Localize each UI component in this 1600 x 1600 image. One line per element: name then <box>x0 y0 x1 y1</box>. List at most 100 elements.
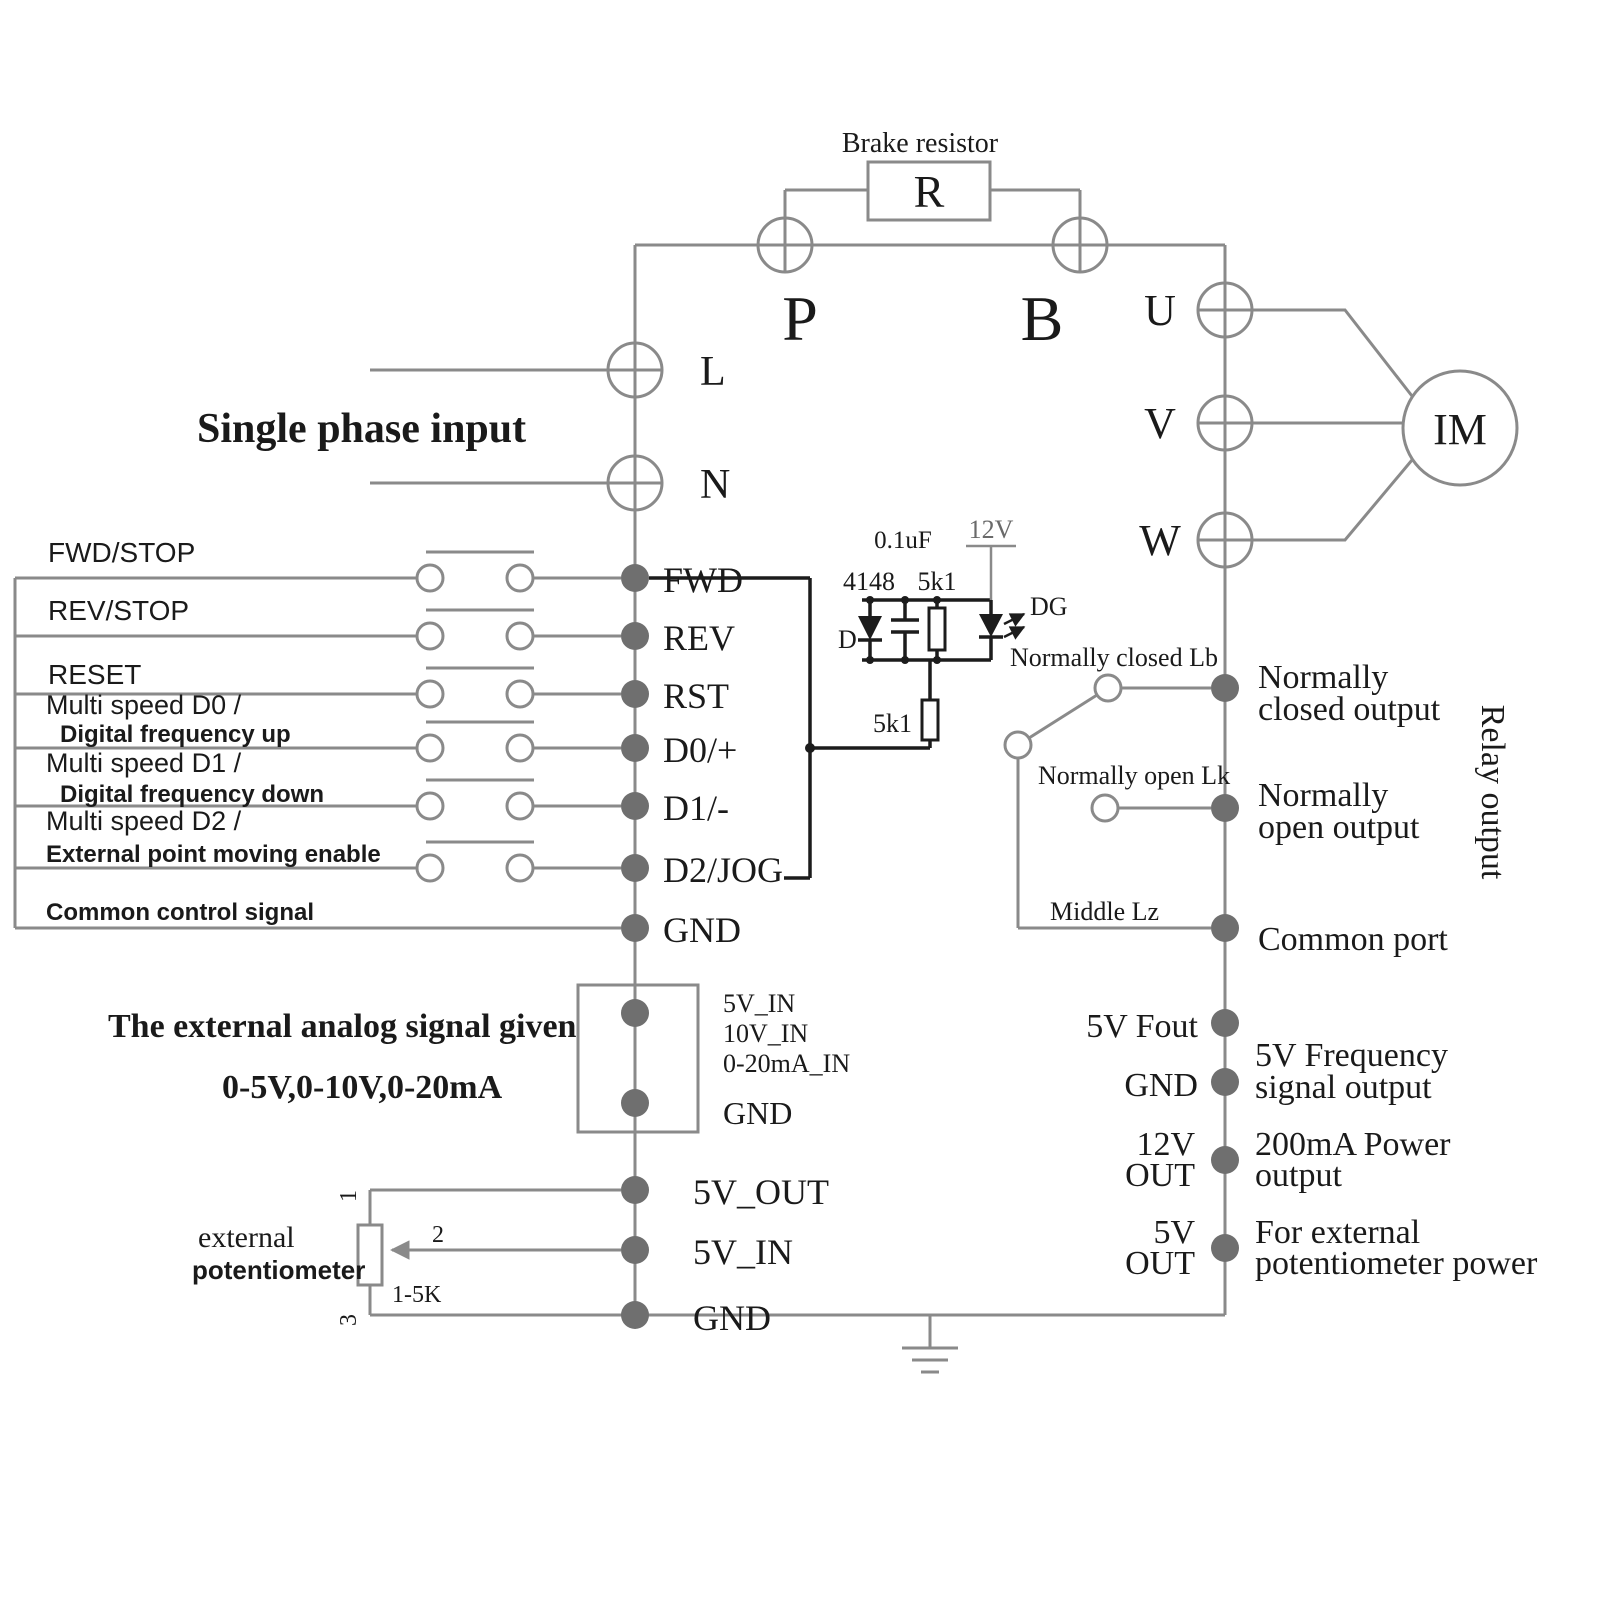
common-signal-label: Common control signal <box>46 899 314 926</box>
capacitor-01uf <box>891 600 919 660</box>
ground-symbol <box>902 1315 958 1374</box>
terminal-p <box>756 216 814 274</box>
5v-out-line2: OUT <box>1125 1245 1195 1282</box>
terminal-n <box>606 454 664 512</box>
gnd-right-label: GND <box>1124 1067 1198 1104</box>
terminal-analog-in <box>621 999 649 1027</box>
ext-pot-power-line1: For external <box>1255 1214 1420 1251</box>
12v-feed-wire <box>966 544 1016 600</box>
fwd-stop-label: FWD/STOP <box>48 537 195 568</box>
led-dg <box>979 600 1026 660</box>
switch-row-d0 <box>15 720 621 763</box>
label-w: W <box>1139 516 1181 565</box>
no-output-line2: open output <box>1258 809 1420 846</box>
no-contact-label: Normally open Lk <box>1038 761 1230 790</box>
5v-out-terminal-label: 5V_OUT <box>693 1172 829 1212</box>
potentiometer <box>356 1188 621 1315</box>
terminal-rev <box>621 622 649 650</box>
rev-label: REV <box>663 618 735 658</box>
potentiometer-body <box>356 1223 384 1287</box>
relay-output-section-label: Relay output <box>1474 705 1511 880</box>
terminal-rst <box>621 680 649 708</box>
cap-value-label: 0.1uF <box>874 527 932 554</box>
multi-d1-label: Multi speed D1 / <box>46 748 242 778</box>
switch-row-fwd <box>15 550 621 593</box>
nc-output-line1: Normally <box>1258 659 1388 696</box>
analog-range: 0-5V,0-10V,0-20mA <box>222 1069 503 1106</box>
motor-label: IM <box>1433 405 1487 454</box>
terminal-gnd <box>621 914 649 942</box>
terminal-d1 <box>621 792 649 820</box>
analog-10v-in-label: 10V_IN <box>723 1019 808 1048</box>
terminal-5v-fout <box>1211 1009 1239 1037</box>
brake-resistor-label: Brake resistor <box>842 128 999 159</box>
pot-pin2-label: 2 <box>432 1222 444 1248</box>
diode-d-label: D <box>838 625 857 654</box>
relay-pivot-circle <box>1003 730 1033 760</box>
fout-label: 5V Fout <box>1086 1008 1198 1045</box>
nc-contact-circle <box>1093 673 1123 703</box>
pot-pin1-label: 1 <box>336 1190 362 1202</box>
rev-stop-label: REV/STOP <box>48 595 189 626</box>
terminal-no-output <box>1211 794 1239 822</box>
rst-label: RST <box>663 676 729 716</box>
control-terminals <box>621 564 1239 1329</box>
terminal-b <box>1051 216 1109 274</box>
pot-pin3-label: 3 <box>336 1314 362 1326</box>
gnd-label: GND <box>663 910 741 950</box>
terminal-u <box>1196 281 1254 339</box>
pot-value-label: 1-5K <box>392 1282 442 1308</box>
res1-label: 5k1 <box>918 567 957 596</box>
label-u: U <box>1144 286 1176 335</box>
middle-label: Middle Lz <box>1050 897 1159 926</box>
12v-label: 12V <box>969 515 1014 544</box>
d1-label: D1/- <box>663 788 729 828</box>
analog-gnd-label: GND <box>723 1095 792 1131</box>
control-input-rows <box>13 550 621 930</box>
nc-output-line2: closed output <box>1258 691 1441 728</box>
terminal-w <box>1196 511 1254 569</box>
nc-contact-label: Normally closed Lb <box>1010 643 1218 672</box>
no-output-line1: Normally <box>1258 777 1388 814</box>
12v-out-line2: OUT <box>1125 1157 1195 1194</box>
terminal-d2 <box>621 854 649 882</box>
common-port-label: Common port <box>1258 921 1448 958</box>
led-indicator-circuit <box>649 544 1026 880</box>
multi-d0-label: Multi speed D0 / <box>46 690 242 720</box>
terminal-5v-out-right <box>1211 1234 1239 1262</box>
label-v: V <box>1144 399 1176 448</box>
terminal-fwd <box>621 564 649 592</box>
no-contact-circle <box>1090 793 1120 823</box>
analog-title: The external analog signal given <box>108 1008 577 1045</box>
relay-wiring <box>1003 673 1211 930</box>
12v-out-line1: 12V <box>1136 1126 1195 1163</box>
terminal-v <box>1196 394 1254 452</box>
led-dg-label: DG <box>1030 592 1068 621</box>
switch-row-rst <box>15 666 621 709</box>
freq-up-label: Digital frequency up <box>60 721 291 748</box>
analog-20ma-in-label: 0-20mA_IN <box>723 1049 850 1078</box>
power-output-line2: output <box>1255 1157 1342 1194</box>
single-phase-input-title: Single phase input <box>197 406 526 452</box>
gnd-bottom-label: GND <box>693 1298 771 1338</box>
terminal-nc-output <box>1211 674 1239 702</box>
terminal-gnd-bottom <box>621 1301 649 1329</box>
power-terminals <box>606 216 1519 569</box>
res2-label: 5k1 <box>873 709 912 738</box>
switch-row-d2 <box>15 840 621 883</box>
d2-label: D2/JOG <box>663 850 783 890</box>
brake-resistor-box <box>866 160 992 222</box>
multi-d2-label: Multi speed D2 / <box>46 806 242 836</box>
fwd-label: FWD <box>663 560 743 600</box>
power-wiring <box>370 160 1414 1374</box>
terminal-5v-out <box>621 1176 649 1204</box>
terminal-12v-out <box>1211 1146 1239 1174</box>
terminal-analog-gnd <box>621 1089 649 1117</box>
ext-pot-power-line2: potentiometer power <box>1255 1245 1538 1282</box>
analog-5v-in-label: 5V_IN <box>723 989 795 1018</box>
freq-output-line2: signal output <box>1255 1069 1432 1106</box>
resistor-5k1-lower <box>920 698 940 742</box>
reset-label: RESET <box>48 659 141 690</box>
label-n: N <box>700 462 730 508</box>
